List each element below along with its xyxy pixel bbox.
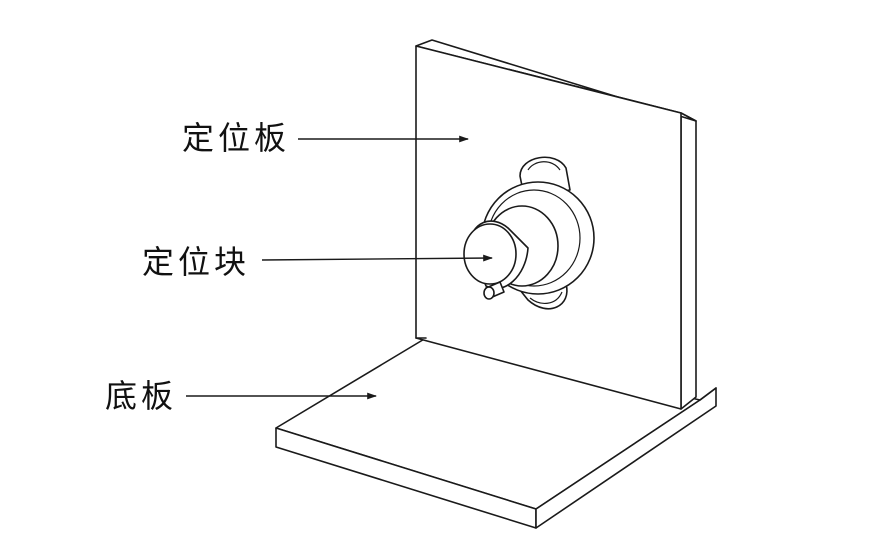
lower-slot-inner-arc (529, 291, 563, 304)
leader-positioning-block (261, 254, 493, 262)
positioning-plate-right-edge-face (680, 112, 697, 410)
label-positioning-block: 定位块 (142, 243, 251, 281)
block-pin-tip (483, 286, 495, 300)
positioning-block (463, 156, 595, 310)
upper-slot-inner-arc (527, 161, 561, 171)
base-plate-right-face (535, 387, 717, 529)
label-base-plate: 底板 (105, 377, 178, 415)
block-boss-end (463, 223, 517, 285)
label-positioning-plate: 定位板 (182, 119, 291, 157)
base-plate-back-edge (699, 387, 717, 401)
